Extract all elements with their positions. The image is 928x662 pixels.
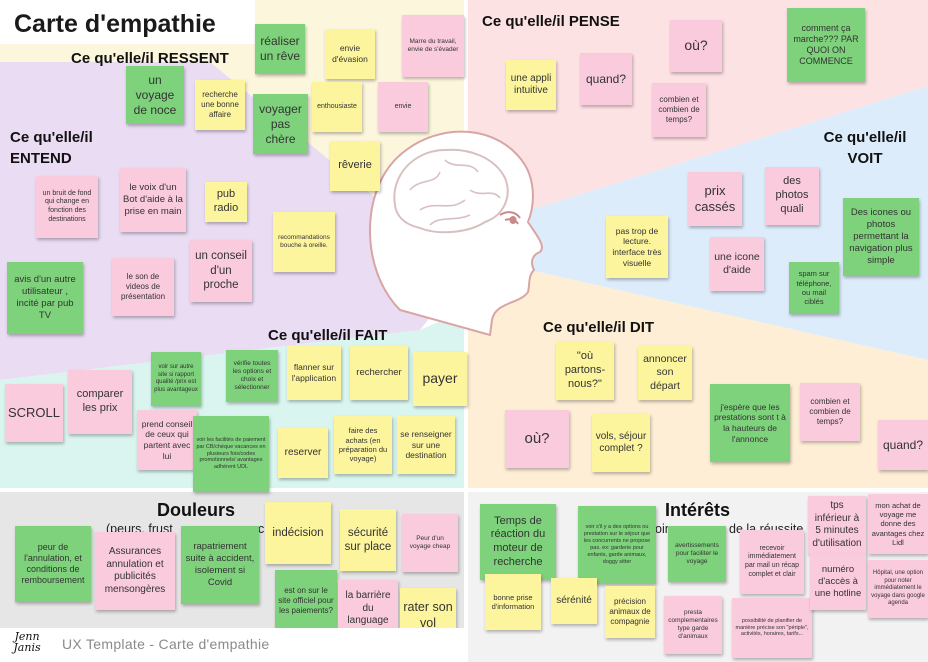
sticky-note-interets[interactable]: Temps de réaction du moteur de recherche (480, 504, 556, 580)
sticky-note-fait[interactable]: voir les facilités de paiement par CB/ch… (193, 416, 269, 492)
sticky-note-dit[interactable]: quand? (878, 420, 928, 470)
sticky-note-fait[interactable]: SCROLL (5, 384, 63, 442)
sticky-note-ressent[interactable]: rêverie (330, 141, 380, 191)
sticky-note-interets[interactable]: possibilité de planifier de manière préc… (732, 598, 812, 658)
author-logo: Jenn Janis (13, 630, 41, 654)
sticky-note-interets[interactable]: recevoir immédiatement par mail un récap… (740, 530, 804, 594)
sticky-note-ressent[interactable]: voyager pas chère (253, 94, 308, 154)
sticky-note-douleurs[interactable]: rapatriement suite à accident, isolement… (181, 526, 259, 604)
sticky-note-entend[interactable]: le son de videos de présentation (112, 258, 174, 316)
sticky-note-voit[interactable]: spam sur téléphone, ou mail ciblés (789, 262, 839, 314)
sticky-note-entend[interactable]: pub radio (205, 182, 247, 222)
sticky-note-interets[interactable]: Hôpital, une option pour noter immédiate… (868, 560, 928, 618)
sticky-note-voit[interactable]: prix cassés (688, 172, 742, 226)
sticky-note-dit[interactable]: où? (505, 410, 569, 468)
sticky-note-fait[interactable]: faire des achats (en préparation du voya… (334, 416, 392, 474)
sticky-note-douleurs[interactable]: est on sur le site officiel pour les pai… (275, 570, 337, 632)
sticky-note-interets[interactable]: voir s'il y a des options ou prestation … (578, 506, 656, 584)
sticky-note-voit[interactable]: pas trop de lecture. interface très visu… (606, 216, 668, 278)
brain-outline (393, 148, 509, 234)
sticky-note-ressent[interactable]: recherche une bonne affaire (195, 80, 245, 130)
brain-folds (409, 159, 501, 226)
sticky-note-voit[interactable]: Des icones ou photos permettant la navig… (843, 198, 919, 276)
sticky-note-dit[interactable]: "où partons- nous?" (556, 342, 614, 400)
page-title: Carte d'empathie (0, 0, 255, 44)
sticky-note-dit[interactable]: j'espère que les prestations sont t à la… (710, 384, 790, 462)
footer-template-label: UX Template - Carte d'empathie (62, 636, 270, 652)
sticky-note-douleurs[interactable]: Assurances annulation et publicités mens… (95, 532, 175, 610)
sticky-note-douleurs[interactable]: peur de l'annulation, et conditions de r… (15, 526, 91, 602)
sticky-note-ressent[interactable]: réaliser un rêve (255, 24, 305, 74)
sticky-note-interets[interactable]: sérénité (551, 578, 597, 624)
sticky-note-entend[interactable]: un bruit de fond qui change en fonction … (36, 176, 98, 238)
sticky-note-douleurs[interactable]: Peur d'un voyage cheap (402, 514, 458, 572)
sticky-note-douleurs[interactable]: indécision (265, 502, 331, 564)
sticky-note-fait[interactable]: rechercher (350, 346, 408, 400)
sticky-note-fait[interactable]: prend conseil de ceux qui partent avec l… (137, 410, 197, 470)
title-douleurs: Douleurs (157, 500, 236, 520)
sticky-note-fait[interactable]: vérifie toutes les options et choix et s… (226, 350, 278, 402)
title-pense: Ce qu'elle/il PENSE (482, 13, 620, 30)
sticky-note-ressent[interactable]: un voyage de noce (126, 66, 184, 124)
title-dit: Ce qu'elle/il DIT (543, 319, 655, 336)
sticky-note-interets[interactable]: tps inférieur à 5 minutes d'utilisation (808, 496, 866, 554)
sticky-note-dit[interactable]: combien et combien de temps? (800, 383, 860, 441)
title-entend: Ce qu'elle/il ENTEND (10, 129, 93, 167)
sticky-note-fait[interactable]: payer (413, 352, 467, 406)
sticky-note-ressent[interactable]: envie (378, 82, 428, 132)
sticky-note-interets[interactable]: mon achat de voyage me donne des avantag… (868, 494, 928, 554)
sticky-note-voit[interactable]: une icone d'aide (710, 237, 764, 291)
sticky-note-douleurs[interactable]: sécurité sur place (340, 509, 396, 571)
sticky-note-fait[interactable]: voir sur autre site si rapport qualité /… (151, 352, 201, 406)
title-ressent: Ce qu'elle/il RESSENT (71, 50, 229, 67)
sticky-note-ressent[interactable]: Marre du travail, envie de s'évader (402, 15, 464, 77)
sticky-note-dit[interactable]: annoncer son départ (638, 346, 692, 400)
sticky-note-entend[interactable]: avis d'un autre utilisateur , incité par… (7, 262, 83, 334)
sticky-note-fait[interactable]: comparer les prix (68, 370, 132, 434)
sticky-note-entend[interactable]: le voix d'un Bot d'aide à la prise en ma… (120, 168, 186, 232)
footer-bar (0, 628, 466, 662)
subtitle-douleurs-end: ci (258, 522, 268, 536)
head-silhouette (369, 130, 543, 337)
sticky-note-fait[interactable]: reserver (278, 428, 328, 478)
title-interets: Intérêts (665, 500, 731, 520)
subtitle-interets: oin (655, 522, 672, 536)
sticky-note-pense[interactable]: combien et combien de temps? (652, 83, 706, 137)
sticky-note-pense[interactable]: où? (670, 20, 722, 72)
sticky-note-voit[interactable]: des photos quali (765, 167, 819, 225)
sticky-note-dit[interactable]: vols, séjour complet ? (592, 414, 650, 472)
sticky-note-interets[interactable]: avertissements pour faciliter le voyage (668, 526, 726, 582)
eye-iris (509, 216, 517, 224)
sticky-note-ressent[interactable]: enthousiaste (312, 82, 362, 132)
sticky-note-interets[interactable]: presta complementaires type garde d'anim… (664, 596, 722, 654)
sticky-note-ressent[interactable]: envie d'évasion (325, 29, 375, 79)
sticky-note-fait[interactable]: se renseigner sur une destination (397, 416, 455, 474)
title-fait: Ce qu'elle/il FAIT (268, 327, 388, 344)
sticky-note-interets[interactable]: numéro d'accès à une hotline (810, 554, 866, 610)
head-profile-illustration (369, 130, 543, 337)
sticky-note-entend[interactable]: un conseil d'un proche (190, 240, 252, 302)
sticky-note-interets[interactable]: bonne prise d'information (485, 574, 541, 630)
sticky-note-entend[interactable]: recommandations bouche à oreille. (273, 212, 335, 272)
sticky-note-interets[interactable]: précision animaux de compagnie (605, 586, 655, 638)
sticky-note-fait[interactable]: flanner sur l'application (287, 346, 341, 400)
sticky-note-pense[interactable]: comment ça marche??? PAR QUOI ON COMMENC… (787, 8, 865, 82)
title-voit: Ce qu'elle/il VOIT (823, 129, 907, 167)
sticky-note-pense[interactable]: une appli intuitive (506, 60, 556, 110)
sticky-note-pense[interactable]: quand? (580, 53, 632, 105)
